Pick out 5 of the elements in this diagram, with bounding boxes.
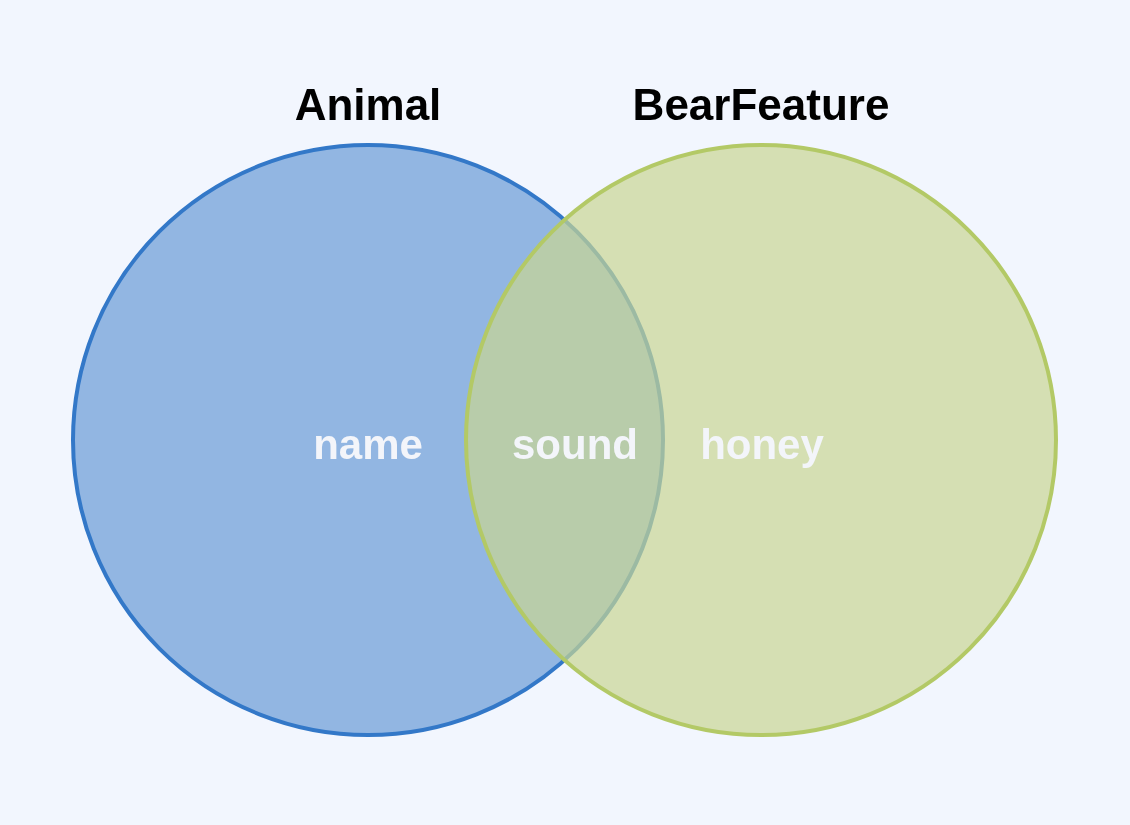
set-member: name xyxy=(313,421,423,469)
set-title: Animal xyxy=(294,80,442,130)
set-member: honey xyxy=(700,421,824,469)
shared-member: sound xyxy=(512,421,638,469)
set-title: BearFeature xyxy=(632,80,890,130)
